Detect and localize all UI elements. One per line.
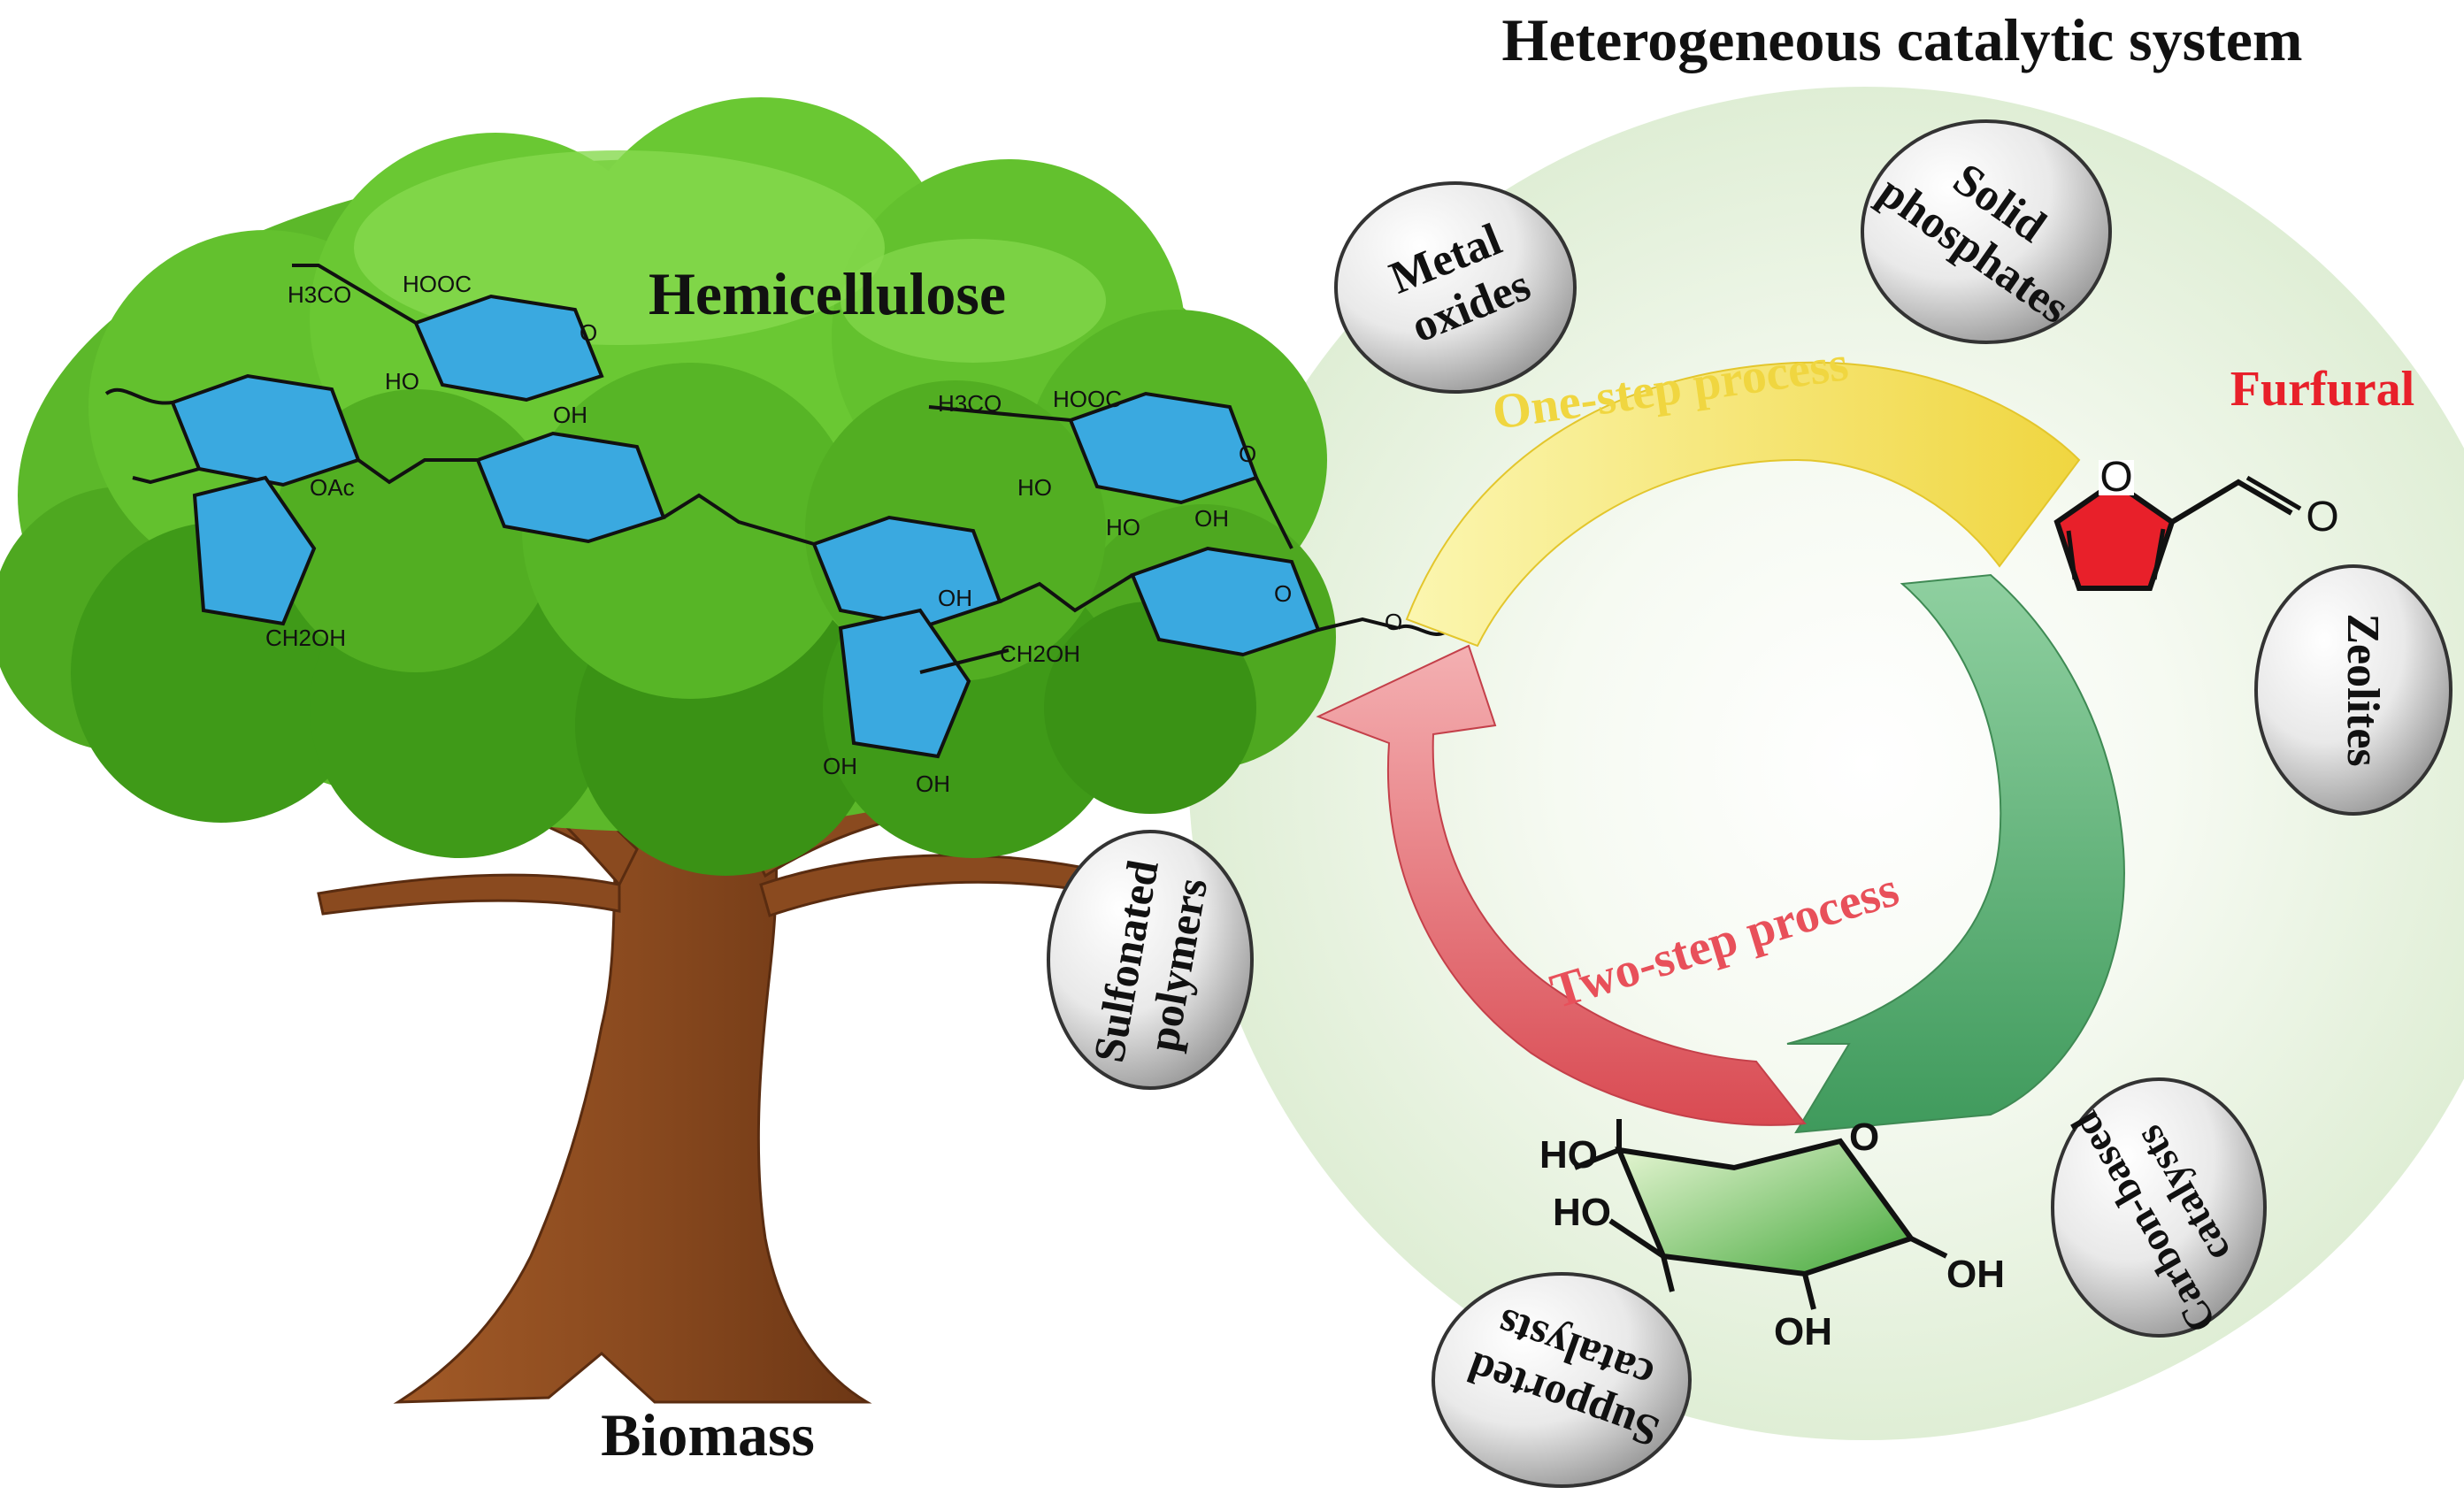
furfural-molecule: O O — [2053, 454, 2339, 591]
page-title: Heterogeneous catalytic system — [1501, 6, 2302, 73]
furfural-label: Furfural — [2230, 362, 2414, 417]
sugar-ring-2 — [413, 294, 604, 402]
tree-trunk — [393, 794, 872, 1404]
bubble-solid-phosphates: Solid phosphates — [1861, 119, 2112, 344]
bubble-sulfonated: Sulfonated polymers — [1047, 830, 1254, 1090]
group-label: HO — [1106, 514, 1140, 540]
group-label: HOOC — [403, 271, 472, 297]
group-label: O — [1274, 580, 1292, 607]
sugar-ring-1 — [170, 373, 361, 487]
hemicellulose-label: Hemicellulose — [649, 260, 1006, 327]
furan-ring — [2053, 479, 2176, 591]
group-label: OH — [916, 770, 950, 797]
group-label: HO — [385, 368, 419, 395]
biomass-label: Biomass — [601, 1401, 815, 1468]
group-label: OH — [1194, 505, 1229, 532]
hemicellulose-group-labels: H3CO HOOC O OH HO OAc CH2OH H3CO HOOC HO… — [265, 271, 1402, 797]
group-label: OAc — [310, 474, 355, 501]
xylose-group: OH — [1774, 1310, 1832, 1353]
group-label: HOOC — [1053, 386, 1122, 412]
sugar-ring-3 — [475, 431, 666, 544]
group-label: CH2OH — [1000, 640, 1080, 667]
bubble-metal-oxides: Metal oxides — [1334, 181, 1577, 394]
bubble-carbon-based: Carbon-based catalysts — [2051, 1077, 2267, 1340]
group-label: OH — [938, 585, 972, 611]
process-cycle — [1316, 361, 2125, 1134]
xylose-group: OH — [1946, 1253, 2005, 1296]
sugar-ring-9 — [838, 608, 971, 759]
group-label: HO — [1017, 474, 1052, 501]
xylose-molecule: HO HO OH OH O — [1539, 1116, 2005, 1353]
hemicellulose-structure — [104, 264, 1453, 759]
furan-oxygen-label: O — [2099, 454, 2132, 501]
bubble-text: Zeolites — [2337, 613, 2388, 766]
group-label: H3CO — [288, 281, 351, 308]
group-label: CH2OH — [265, 625, 346, 651]
group-label: O — [1239, 441, 1256, 467]
two-step-arrow — [1316, 644, 1807, 1126]
bubble-supported: Supported catalysts — [1432, 1272, 1692, 1488]
svg-text:Zeolites: Zeolites — [2337, 613, 2388, 766]
sugar-ring-5 — [192, 475, 317, 626]
group-label: O — [1385, 609, 1402, 635]
xylose-group: HO — [1539, 1133, 1598, 1177]
one-step-arrow — [1405, 361, 2081, 648]
group-label: H3CO — [938, 390, 1002, 417]
group-label: OH — [553, 402, 587, 428]
xylose-group: HO — [1553, 1191, 1611, 1234]
xylose-group: O — [1849, 1116, 1879, 1159]
group-label: OH — [823, 753, 857, 779]
aldehyde-oxygen-label: O — [2306, 494, 2338, 540]
group-label: O — [580, 319, 597, 346]
green-arrow — [1786, 573, 2125, 1134]
bubble-zeolites: Zeolites — [2254, 564, 2452, 816]
